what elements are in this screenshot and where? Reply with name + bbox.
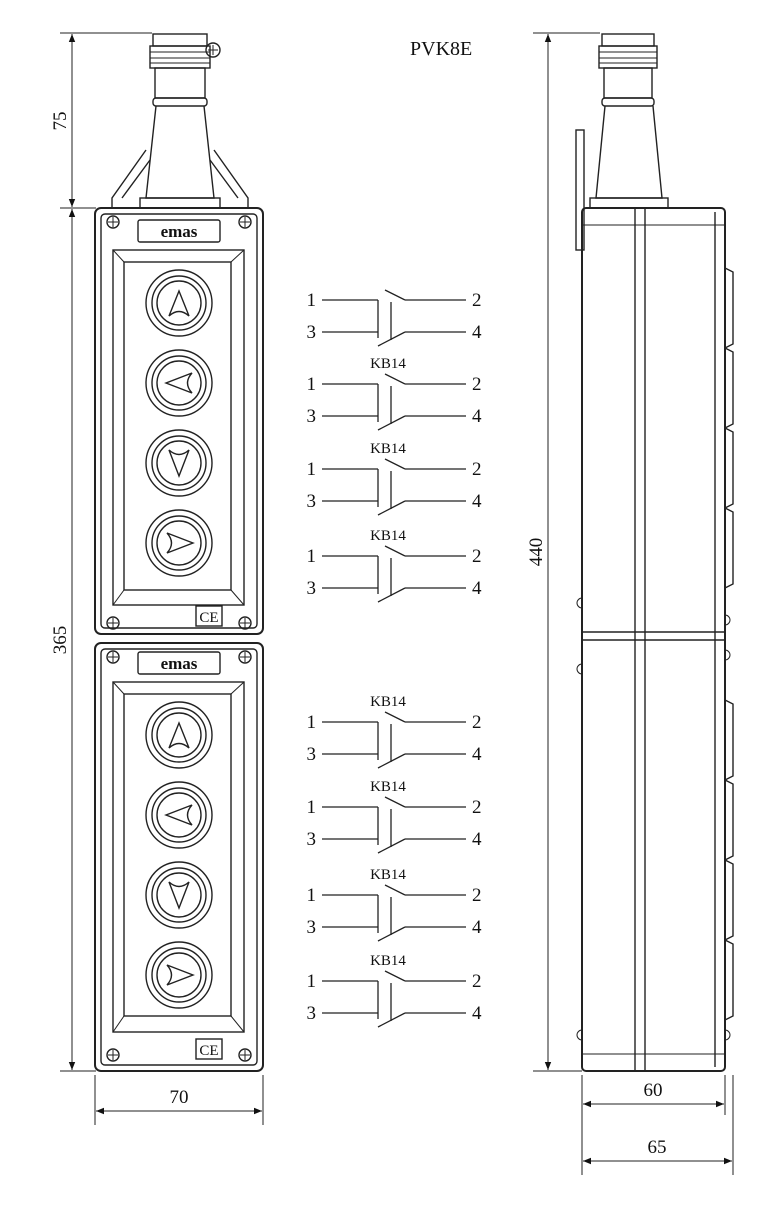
side-cable-gland	[589, 33, 669, 209]
button-right-lower	[145, 941, 213, 1009]
terminal-number: 2	[472, 712, 482, 733]
terminal-number: 4	[472, 829, 482, 850]
ce-mark-lower: CE	[199, 1043, 218, 1059]
terminal-number: 4	[472, 491, 482, 512]
terminal-number: 1	[307, 797, 317, 818]
terminal-number: 3	[307, 578, 317, 599]
brand-plate-upper: emas	[161, 222, 198, 241]
screw-icon	[106, 650, 120, 664]
right-arrow-icon	[166, 964, 195, 986]
button-up-lower	[145, 701, 213, 769]
screw-icon	[106, 616, 120, 630]
button-down-lower	[145, 861, 213, 929]
contact-block: 1 2 3 4 KB14	[307, 694, 482, 769]
switch-label: KB14	[370, 528, 406, 544]
switch-label: KB14	[370, 356, 406, 372]
terminal-number: 1	[307, 546, 317, 567]
down-arrow-icon	[168, 881, 190, 910]
terminal-number: 2	[472, 797, 482, 818]
button-left-upper	[145, 349, 213, 417]
terminal-number: 4	[472, 917, 482, 938]
screw-icon	[238, 1048, 252, 1062]
terminal-number: 3	[307, 322, 317, 343]
left-arrow-icon	[164, 372, 193, 394]
switch-label: KB14	[370, 867, 406, 883]
contact-block: 1 2 3 4 KB14	[307, 953, 482, 1028]
dim-cable-gland: 75	[50, 112, 71, 131]
switch-label: KB14	[370, 779, 406, 795]
switch-label: KB14	[370, 694, 406, 710]
button-right-upper	[145, 509, 213, 577]
terminal-number: 3	[307, 829, 317, 850]
front-view: emas CE	[50, 32, 264, 1125]
terminal-number: 1	[307, 885, 317, 906]
contact-block: 1 2 3 4 KB14	[307, 867, 482, 942]
terminal-number: 2	[472, 546, 482, 567]
cable-gland	[111, 33, 249, 209]
terminal-number: 1	[307, 712, 317, 733]
ce-mark-upper: CE	[199, 610, 218, 626]
contact-block: 1 2 3 4 KB14	[307, 441, 482, 516]
brand-plate-lower: emas	[161, 654, 198, 673]
right-arrow-icon	[166, 532, 195, 554]
terminal-number: 1	[307, 971, 317, 992]
terminal-number: 1	[307, 459, 317, 480]
dim-body-width: 70	[170, 1087, 189, 1108]
button-down-upper	[145, 429, 213, 497]
up-arrow-icon	[168, 289, 190, 317]
screw-icon	[238, 215, 252, 229]
switch-label: KB14	[370, 441, 406, 457]
terminal-number: 3	[307, 917, 317, 938]
front-dimensions: 75 365 70	[50, 32, 264, 1125]
dim-total-height: 440	[526, 538, 547, 567]
terminal-number: 1	[307, 374, 317, 395]
screw-icon	[238, 650, 252, 664]
contact-block: 1 2 3 4 KB14	[307, 528, 482, 603]
terminal-number: 2	[472, 971, 482, 992]
button-left-lower	[145, 781, 213, 849]
contact-block: 1 2 3 4 KB14	[307, 779, 482, 854]
terminal-number: 4	[472, 1003, 482, 1024]
switch-label: KB14	[370, 953, 406, 969]
terminal-number: 4	[472, 322, 482, 343]
terminal-number: 3	[307, 1003, 317, 1024]
down-arrow-icon	[168, 449, 190, 478]
up-arrow-icon	[168, 721, 190, 749]
screw-icon	[238, 616, 252, 630]
terminal-number: 4	[472, 744, 482, 765]
model-label: PVK8E	[410, 38, 472, 60]
terminal-number: 2	[472, 290, 482, 311]
terminal-number: 3	[307, 491, 317, 512]
dim-body-height: 365	[50, 626, 71, 655]
terminal-number: 2	[472, 374, 482, 395]
terminal-number: 2	[472, 885, 482, 906]
screw-icon	[106, 1048, 120, 1062]
lower-module: emas CE	[94, 642, 264, 1072]
terminal-number: 4	[472, 578, 482, 599]
terminal-number: 3	[307, 744, 317, 765]
terminal-number: 1	[307, 290, 317, 311]
button-up-upper	[145, 269, 213, 337]
contact-block: 1 2 3 4 KB14	[307, 356, 482, 431]
side-view: 440 60 65	[526, 32, 734, 1175]
dim-depth-total: 65	[648, 1137, 667, 1158]
terminal-number: 3	[307, 406, 317, 427]
screw-icon	[106, 215, 120, 229]
terminal-number: 2	[472, 459, 482, 480]
dim-depth-body: 60	[644, 1080, 663, 1101]
terminal-number: 4	[472, 406, 482, 427]
contact-block: 1 2 3 4	[307, 289, 482, 347]
left-arrow-icon	[164, 804, 193, 826]
upper-module: emas CE	[94, 207, 264, 635]
